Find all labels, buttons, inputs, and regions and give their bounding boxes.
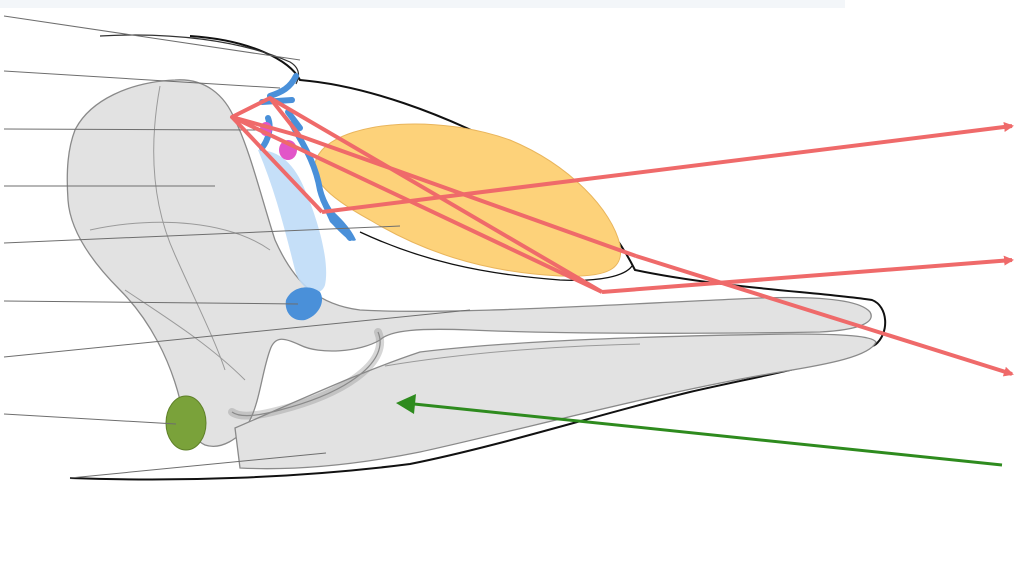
echo-arrowhead [396,394,416,414]
auditory-bulla [165,395,207,451]
echo-ray [413,402,1003,467]
leader-line-2 [3,70,281,89]
skull-suture-2 [89,221,271,251]
sound-ray-2 [601,255,1014,294]
skull-suture-3 [124,289,246,381]
skull-suture-1 [153,85,226,371]
received-echo-path [396,394,1003,467]
emission-ray-upper-inner [230,115,324,214]
leader-line-8 [3,413,177,425]
emission-ray-middle [299,134,637,258]
leader-lines [3,15,471,479]
head-outline-lower [69,344,876,481]
leader-line-6 [3,300,299,305]
leader-line-9 [69,452,327,479]
lower-jaw [234,333,877,470]
leader-line-3 [3,128,259,131]
leader-line-5 [3,225,401,244]
air-sac-premaxillary [258,150,327,293]
emission-ray-diagonal [231,115,603,294]
emitted-sound-paths [230,96,1014,377]
mandible-line [384,343,641,367]
melon [314,123,622,277]
sound-ray-3 [635,254,1014,377]
top-strip [0,0,845,8]
sound-ray-1 [321,122,1014,214]
jaw-arch-edge [231,331,381,417]
forehead-line [99,34,300,85]
emission-focus-triangle [230,96,302,138]
melon-lower-contour [359,231,633,282]
leader-line-1 [3,15,301,61]
air-sac-dark [285,287,323,321]
leader-line-7 [3,309,471,358]
emission-ray-top [268,96,604,294]
